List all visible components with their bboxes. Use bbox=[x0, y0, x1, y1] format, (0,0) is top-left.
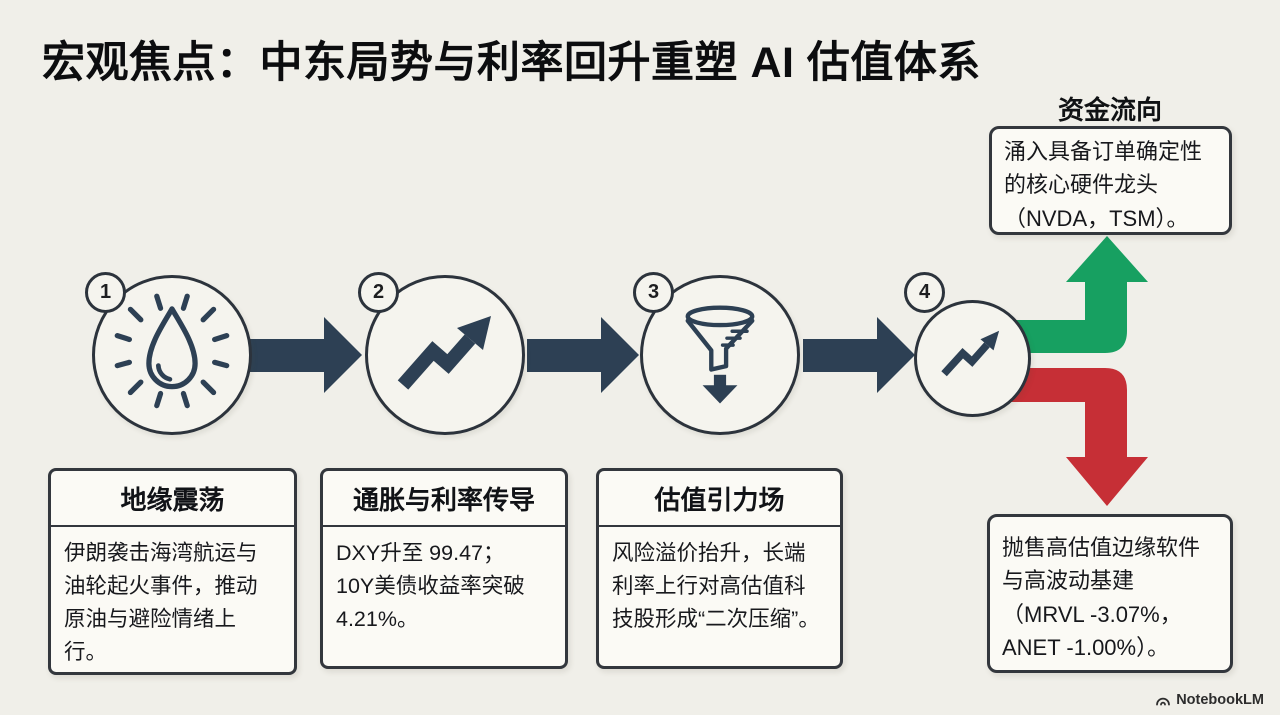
step-card-body: DXY升至 99.47； 10Y美债收益率突破 4.21%。 bbox=[336, 541, 525, 631]
connector-arrow-2 bbox=[527, 315, 639, 395]
step-card-body: 风险溢价抬升，长端 利率上行对高估值科 技股形成“二次压缩”。 bbox=[612, 541, 820, 631]
step-card-body: 伊朗袭击海湾航运与 油轮起火事件，推动 原油与避险情绪上 行。 bbox=[64, 541, 258, 664]
step-card-title: 地缘震荡 bbox=[51, 471, 294, 527]
outflow-note: 抛售高估值边缘软件 与高波动基建 （MRVL -3.07%， ANET -1.0… bbox=[987, 514, 1233, 673]
step-card-3: 估值引力场 风险溢价抬升，长端 利率上行对高估值科 技股形成“二次压缩”。 bbox=[596, 468, 843, 669]
connector-arrow-1 bbox=[250, 315, 362, 395]
funnel-icon bbox=[659, 292, 781, 419]
inflow-note: 涌入具备订单确定性 的核心硬件龙头 （NVDA，TSM）。 bbox=[989, 126, 1232, 235]
branch-arrows bbox=[1000, 228, 1170, 520]
page-title: 宏观焦点：中东局势与利率回升重塑 AI 估值体系 bbox=[42, 39, 981, 87]
step-circle-4 bbox=[914, 300, 1031, 417]
step-badge-2: 2 bbox=[358, 272, 399, 313]
brand-label: NotebookLM bbox=[1176, 692, 1264, 708]
trend-line-icon bbox=[931, 314, 1015, 403]
step-card-title: 通胀与利率传导 bbox=[323, 471, 565, 527]
red-down-arrow bbox=[1000, 368, 1148, 506]
step-circle-1 bbox=[92, 275, 252, 435]
notebooklm-icon bbox=[1155, 693, 1171, 707]
step-badge-3: 3 bbox=[633, 272, 674, 313]
step-card-2: 通胀与利率传导 DXY升至 99.47； 10Y美债收益率突破 4.21%。 bbox=[320, 468, 568, 669]
notebooklm-logo: NotebookLM bbox=[1155, 692, 1264, 708]
step-badge-1: 1 bbox=[85, 272, 126, 313]
oil-drop-icon bbox=[109, 290, 235, 421]
green-up-arrow bbox=[1000, 236, 1148, 353]
connector-arrow-3 bbox=[803, 315, 915, 395]
trend-up-icon bbox=[385, 293, 505, 418]
step-badge-4: 4 bbox=[904, 272, 945, 313]
step-card-1: 地缘震荡 伊朗袭击海湾航运与 油轮起火事件，推动 原油与避险情绪上 行。 bbox=[48, 468, 297, 675]
fund-flow-label: 资金流向 bbox=[1057, 95, 1162, 125]
step-card-title: 估值引力场 bbox=[599, 471, 840, 527]
